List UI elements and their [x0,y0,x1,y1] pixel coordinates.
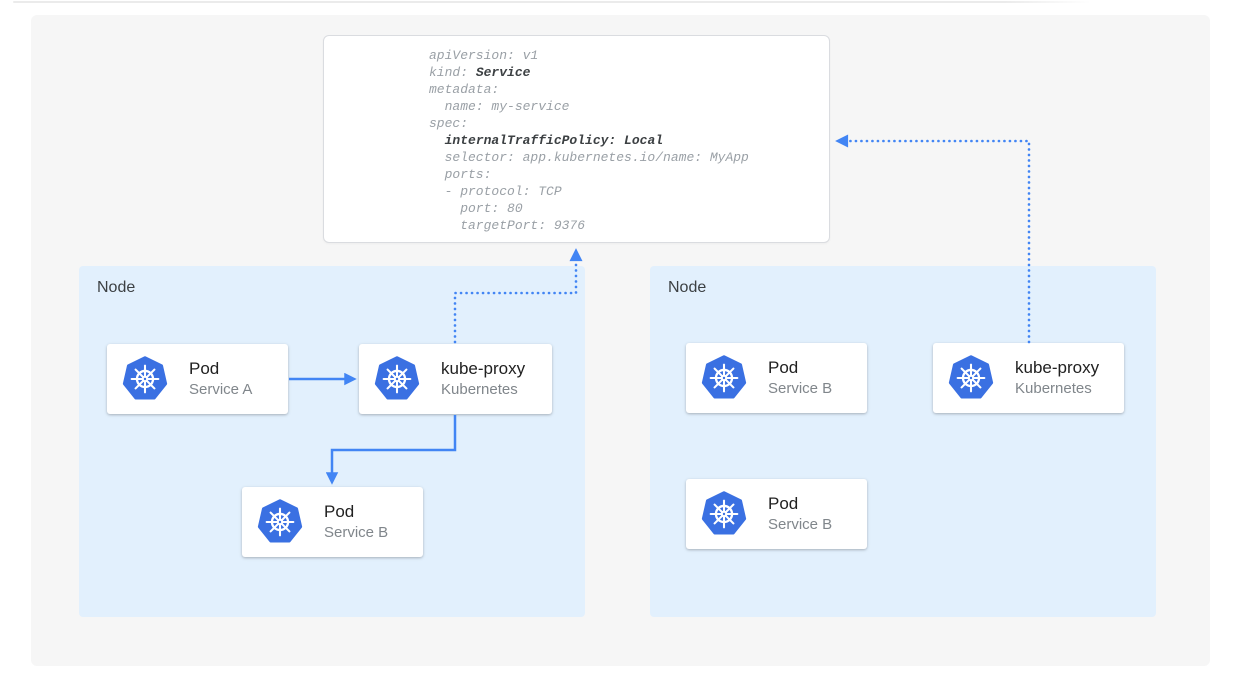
yaml-code-line: internalTrafficPolicy: Local [444,133,664,148]
card-subtitle: Service A [189,381,253,399]
yaml-code-line: selector: app.kubernetes.io/name: MyApp [429,150,749,165]
card-subtitle: Service B [768,516,833,534]
node-left: Node [79,266,585,617]
kubernetes-icon [701,355,747,401]
card-title: Pod [768,358,799,377]
card-subtitle: Service B [768,380,833,398]
kubernetes-icon [948,355,994,401]
yaml-code-line: port: 80 [429,201,523,216]
right-pod-service-b-bottom-card: Pod Service B [686,479,867,549]
yaml-code-line: metadata: [429,82,500,97]
card-title: Pod [768,494,799,513]
node-right-label: Node [668,279,707,296]
yaml-code-line: apiVersion: v1 [429,48,539,63]
card-title: Pod [324,502,355,521]
card-subtitle: Kubernetes [1015,380,1092,398]
card-subtitle: Service B [324,524,389,542]
node-left-label: Node [97,279,136,296]
yaml-code-line: targetPort: 9376 [429,218,586,233]
yaml-code-line: kind: Service [429,65,531,80]
kubernetes-icon [701,491,747,537]
yaml-code-line: name: my-service [429,99,570,114]
card-title: kube-proxy [441,359,526,378]
kubernetes-icon [374,356,420,402]
yaml-code-line: - protocol: TCP [429,184,562,199]
right-pod-service-b-top-card: Pod Service B [686,343,867,413]
card-subtitle: Kubernetes [441,381,518,399]
card-title: Pod [189,359,220,378]
yaml-code: apiVersion: v1 kind: Service metadata: nam… [324,36,829,234]
pod-service-a-card: Pod Service A [107,344,288,414]
right-kube-proxy-card: kube-proxy Kubernetes [933,343,1124,413]
yaml-code-line: spec: [429,116,469,131]
node-right: Node [650,266,1156,617]
kubernetes-icon [122,356,168,402]
kubernetes-icon [257,499,303,545]
top-divider [13,1,1091,3]
yaml-code-line: ports: [429,167,492,182]
card-title: kube-proxy [1015,358,1100,377]
service-yaml-card: apiVersion: v1 kind: Service metadata: nam… [323,35,830,243]
left-kube-proxy-card: kube-proxy Kubernetes [359,344,552,414]
left-pod-service-b-card: Pod Service B [242,487,423,557]
